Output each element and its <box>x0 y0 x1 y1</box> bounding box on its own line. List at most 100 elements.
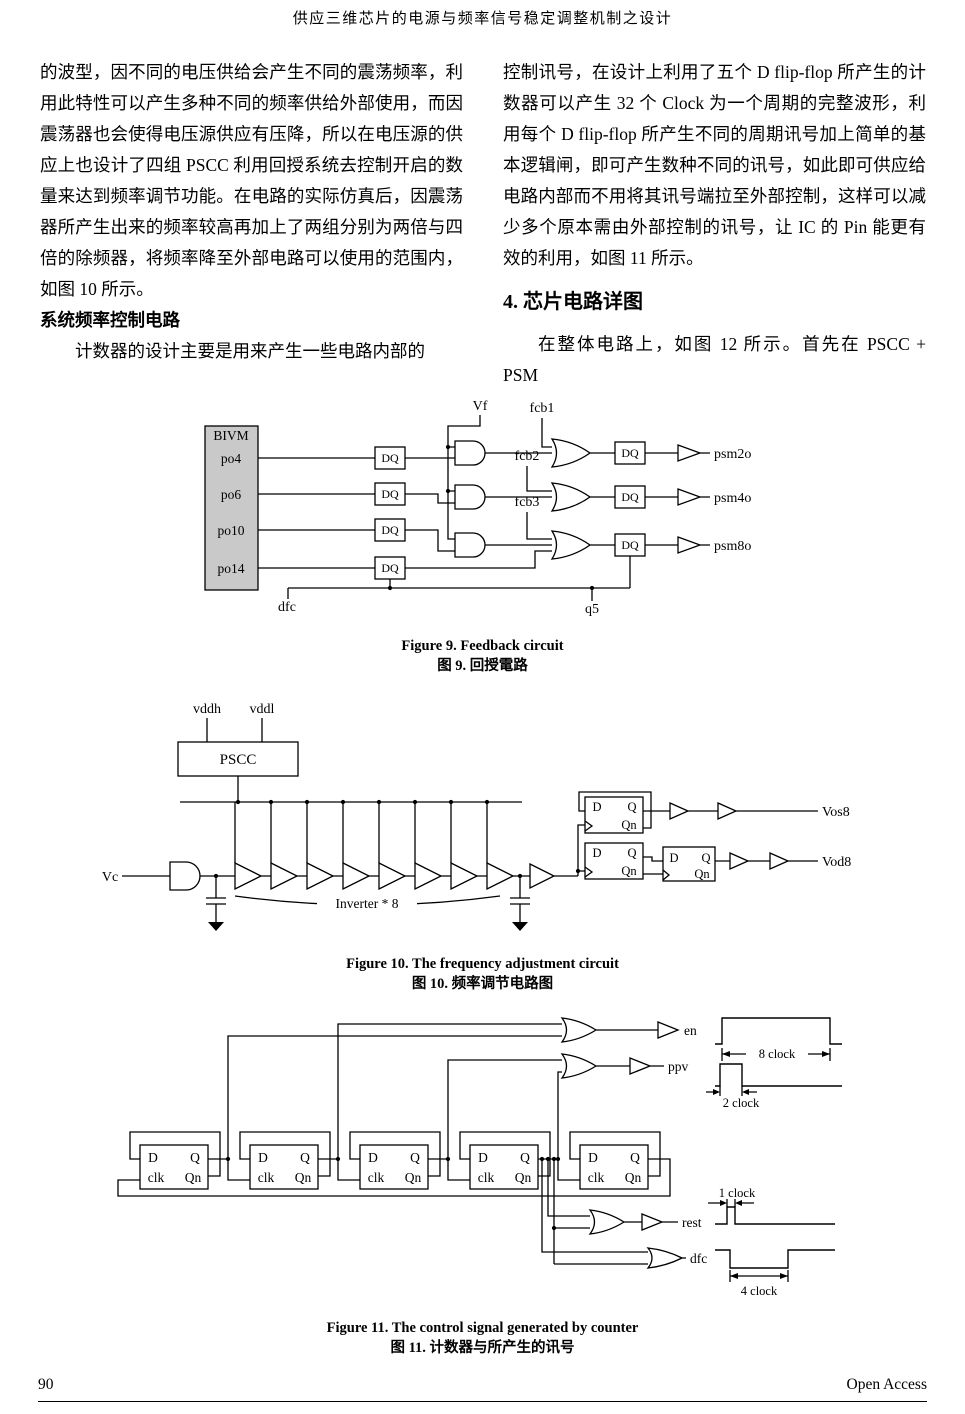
bivm-label: BIVM <box>213 428 248 443</box>
footer-rule <box>38 1401 927 1402</box>
dq-label: DQ <box>381 561 399 575</box>
figure9-feedback-circuit: BIVM po4 po6 po10 po14 DQ DQ DQ DQ DQ DQ <box>30 398 935 643</box>
d-label: D <box>592 800 601 814</box>
label-background <box>746 1047 808 1061</box>
inverter-gate <box>270 861 299 891</box>
q-label: Q <box>701 851 710 865</box>
dfc-label: dfc <box>278 600 296 615</box>
ppv-measure <box>706 1086 757 1096</box>
ground-symbols <box>208 922 528 931</box>
flipflop-box <box>614 485 646 509</box>
dq-label: DQ <box>621 490 639 504</box>
dq-label: DQ <box>381 487 399 501</box>
rest-waveform <box>715 1206 835 1225</box>
dq-label: DQ <box>381 523 399 537</box>
q-label: Q <box>300 1150 310 1165</box>
dq-label: DQ <box>621 446 639 460</box>
caption-chinese: 图 11. 计数器与所产生的讯号 <box>390 1340 575 1357</box>
caption-chinese: 图 10. 频率调节电路图 <box>411 976 554 993</box>
q5-label: q5 <box>585 602 599 617</box>
q-label: Q <box>627 800 636 814</box>
clock-wedge-icon <box>584 866 594 878</box>
inverter-gate <box>234 861 263 891</box>
buffer-gate <box>677 488 702 506</box>
flipflop-box <box>614 441 646 465</box>
qn-label: Qn <box>405 1170 422 1185</box>
vc-label: Vc <box>102 870 118 885</box>
flipflop-box <box>139 1144 209 1190</box>
q-label: Q <box>630 1150 640 1165</box>
flipflop-box <box>614 533 646 557</box>
clk-label: clk <box>478 1170 495 1185</box>
flipflop-box <box>249 1144 319 1190</box>
pscc-label: PSCC <box>220 752 257 768</box>
en-label: en <box>684 1023 697 1038</box>
page-footer: 90 Open Access <box>38 1376 927 1394</box>
clock2-label: 2 clock <box>723 1096 760 1110</box>
po6-label: po6 <box>221 487 242 502</box>
q-label: Q <box>190 1150 200 1165</box>
buffer-gate <box>769 851 790 871</box>
d-label: D <box>368 1150 378 1165</box>
paragraph: 计数器的设计主要是用来产生一些电路内部的 <box>75 340 425 361</box>
and-gate <box>454 532 486 558</box>
d-label: D <box>148 1150 158 1165</box>
or-gate <box>588 1209 626 1235</box>
q-label: Q <box>520 1150 530 1165</box>
qn-label: Qn <box>185 1170 202 1185</box>
en-waveform <box>715 1017 842 1045</box>
flipflop-box <box>584 842 644 880</box>
buffer-gate <box>641 1213 664 1231</box>
arrowheads <box>720 1200 742 1206</box>
right-column: 控制讯号，在设计上利用了五个 D flip-flop 所产生的计数器可以产生 3… <box>503 57 926 391</box>
inverter-gate <box>486 861 515 891</box>
caption-english: Figure 11. The control signal generated … <box>326 1320 639 1336</box>
circuit-wires <box>122 718 818 922</box>
psm2o-label: psm2o <box>714 447 751 462</box>
ppv-label: ppv <box>668 1059 689 1074</box>
qn-label: Qn <box>621 818 637 832</box>
or-gate <box>550 530 592 560</box>
dq-label: DQ <box>621 538 639 552</box>
vddh-label: vddh <box>193 702 221 717</box>
and-gate <box>169 861 201 891</box>
dq-label: DQ <box>381 451 399 465</box>
pscc-block <box>177 741 299 777</box>
label-background <box>317 896 417 911</box>
clock1-label: 1 clock <box>719 1186 756 1200</box>
d-label: D <box>478 1150 488 1165</box>
flipflop-box <box>374 482 406 506</box>
flipflop-box <box>359 1144 429 1190</box>
bivm-block <box>204 425 259 591</box>
d-label: D <box>588 1150 598 1165</box>
clk-label: clk <box>258 1170 275 1185</box>
junction-dots <box>225 1156 561 1231</box>
inverter-gate <box>450 861 479 891</box>
clock4-label: 4 clock <box>741 1284 778 1298</box>
flipflop-box <box>374 518 406 542</box>
qn-label: Qn <box>295 1170 312 1185</box>
d-label: D <box>669 851 678 865</box>
po14-label: po14 <box>218 561 245 576</box>
or-gate <box>550 438 592 468</box>
flipflop-box <box>584 796 644 834</box>
qn-label: Qn <box>515 1170 532 1185</box>
buffer-gate <box>717 801 738 821</box>
circuit-wires <box>117 1023 686 1265</box>
psm4o-label: psm4o <box>714 491 751 506</box>
caption-chinese: 图 9. 回授電路 <box>437 658 528 675</box>
paragraph: 的波型，因不同的电压供给会产生不同的震荡频率，利用此特性可以产生多种不同的频率供… <box>40 62 463 299</box>
left-column: 的波型，因不同的电压供给会产生不同的震荡频率，利用此特性可以产生多种不同的频率供… <box>40 57 463 391</box>
clk-label: clk <box>148 1170 165 1185</box>
vod8-label: Vod8 <box>822 855 851 870</box>
d-label: D <box>592 846 601 860</box>
paragraph: 控制讯号，在设计上利用了五个 D flip-flop 所产生的计数器可以产生 3… <box>503 62 926 268</box>
fcb2-label: fcb2 <box>515 449 540 464</box>
junction-dots <box>213 799 581 879</box>
caption-english: Figure 10. The frequency adjustment circ… <box>346 956 619 972</box>
figure11-caption: Figure 11. The control signal generated … <box>0 1318 965 1359</box>
figure10-caption: Figure 10. The frequency adjustment circ… <box>0 954 965 995</box>
section-subheading: 系统频率控制电路 <box>40 309 180 330</box>
qn-label: Qn <box>621 864 637 878</box>
figure9-caption: Figure 9. Feedback circuit 图 9. 回授電路 <box>0 636 965 677</box>
